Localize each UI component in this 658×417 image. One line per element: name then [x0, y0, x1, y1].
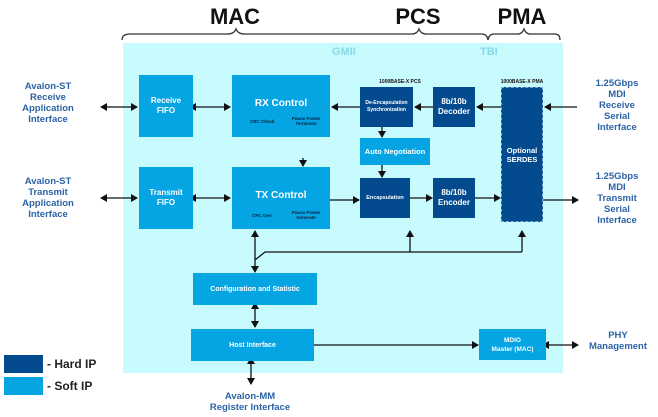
block-title: TX Control [255, 189, 307, 201]
block-label: Transmit [149, 188, 183, 197]
legend: - Hard IP - Soft IP [4, 354, 96, 396]
section-title-mac: MAC [209, 4, 261, 29]
legend-item-soft-ip: - Soft IP [4, 376, 96, 396]
ip-core-region [123, 43, 563, 373]
optional-serdes-block: Optional SERDES [501, 87, 543, 222]
label-line: Interface [28, 114, 68, 125]
crc-gen-label: CRC Gen [252, 213, 272, 218]
label-line: Receive [30, 92, 66, 103]
block-label: Encoder [437, 198, 470, 207]
block-label: Auto Negotiation [364, 147, 426, 156]
label-line: Management [588, 341, 648, 352]
label-line: MDI [608, 89, 626, 100]
label-line: Avalon-MM [224, 391, 276, 402]
label-line: Terminate [295, 121, 317, 126]
label-line: Application [22, 103, 74, 114]
crc-check-label: CRC Check [250, 119, 275, 124]
label-line: Register Interface [209, 402, 291, 413]
block-label: Encapsulation [366, 195, 404, 201]
legend-label: - Hard IP [47, 357, 97, 371]
block-label: 8b/10b [441, 97, 467, 106]
legend-label: - Soft IP [47, 379, 93, 393]
section-title-pma: PMA [497, 4, 547, 29]
section-title-pcs: PCS [395, 4, 441, 29]
pause-frame-generate-label: Pause Frame Generate [292, 210, 320, 220]
block-label: FIFO [156, 106, 176, 115]
pcs-header-label: 1000BASE-X PCS [379, 79, 421, 85]
block-label: SERDES [506, 154, 538, 164]
block-label: 8b/10b [441, 188, 467, 197]
tx-control-block: TX Control CRC Gen Pause Frame Generate [232, 167, 330, 229]
block-label: FIFO [156, 198, 176, 207]
label-phy-management: PHY Management [578, 330, 658, 352]
legend-swatch-soft-ip [4, 377, 43, 395]
label-avalon-st-receive: Avalon-ST Receive Application Interface [8, 81, 88, 125]
label-line: Receive [599, 100, 635, 111]
brace-mac [121, 27, 322, 41]
block-label: De-Encapsulation [365, 100, 408, 106]
label-line: MDI [608, 182, 626, 193]
decoder-block: 8b/10b Decoder [433, 87, 475, 127]
label-line: Interface [28, 209, 68, 220]
label-line: Application [22, 198, 74, 209]
transmit-fifo-block: Transmit FIFO [139, 167, 193, 229]
block-label: Configuration and Statistic [210, 285, 300, 293]
pause-frame-terminate-label: Pause Frame Terminate [292, 116, 320, 126]
label-line: Serial [604, 204, 630, 215]
label-avalon-mm: Avalon-MM Register Interface [190, 391, 310, 413]
label-line: Interface [597, 215, 637, 226]
label-line: Pause Frame [292, 210, 321, 215]
brace-pcs [322, 27, 489, 41]
label-line: Avalon-ST [24, 176, 72, 187]
pma-header-label: 1000BASE-X PMA [500, 79, 544, 85]
block-label: Synchronization [367, 107, 406, 113]
label-line: 1.25Gbps [595, 171, 639, 182]
label-line: Interface [597, 122, 637, 133]
label-line: 1.25Gbps [595, 78, 639, 89]
legend-swatch-hard-ip [4, 355, 43, 373]
brace-pma [487, 27, 561, 41]
label-mdi-transmit: 1.25Gbps MDI Transmit Serial Interface [582, 171, 652, 226]
block-label: Decoder [437, 107, 470, 116]
block-label: Receive [150, 96, 182, 105]
bus-label-gmii: GMII [332, 46, 356, 58]
label-line: Pause Frame [292, 116, 321, 121]
legend-item-hard-ip: - Hard IP [4, 354, 96, 374]
block-label: Master (MAC) [491, 345, 534, 353]
auto-negotiation-block: Auto Negotiation [360, 138, 430, 165]
bus-label-tbi: TBI [480, 46, 498, 58]
configuration-statistic-block: Configuration and Statistic [193, 273, 317, 305]
block-label: Host Interface [229, 341, 276, 349]
label-mdi-receive: 1.25Gbps MDI Receive Serial Interface [582, 78, 652, 133]
host-interface-block: Host Interface [191, 329, 314, 361]
receive-fifo-block: Receive FIFO [139, 75, 193, 137]
label-line: Serial [604, 111, 630, 122]
block-label: MDIO [504, 336, 521, 344]
label-avalon-st-transmit: Avalon-ST Transmit Application Interface [8, 176, 88, 220]
label-line: Transmit [597, 193, 637, 204]
block-title: RX Control [254, 97, 308, 109]
rx-control-block: RX Control CRC Check Pause Frame Termina… [232, 75, 330, 137]
mdio-master-block: MDIO Master (MAC) [479, 329, 546, 360]
label-line: Transmit [28, 187, 68, 198]
encapsulation-block: Encapsulation [360, 178, 410, 218]
de-encapsulation-block: De-Encapsulation Synchronization [360, 87, 413, 127]
block-label: Optional [506, 145, 538, 155]
label-line: Avalon-ST [24, 81, 72, 92]
label-line: Generate [296, 215, 316, 220]
label-line: PHY [608, 330, 628, 341]
config-bus-line [254, 251, 522, 261]
encoder-block: 8b/10b Encoder [433, 178, 475, 218]
